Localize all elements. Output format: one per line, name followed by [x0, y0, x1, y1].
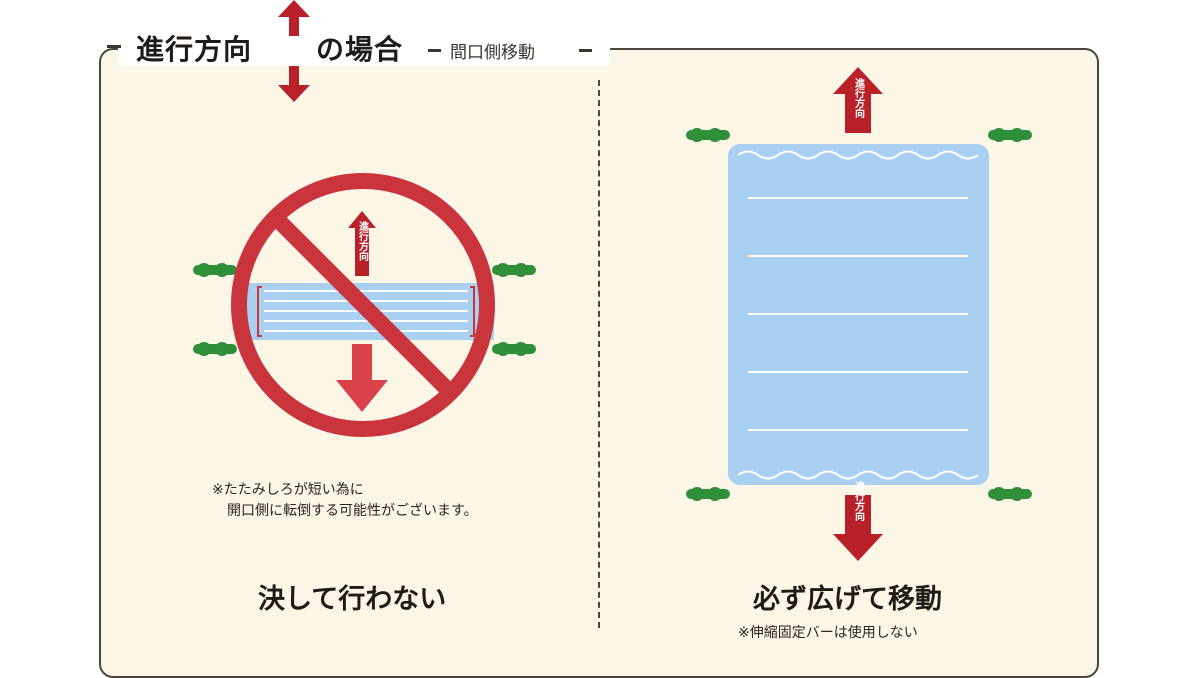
subtitle-dash-left — [428, 49, 441, 52]
warning-note: ※たたみしろが短い為に 開口側に転倒する可能性がございます。 — [212, 480, 478, 522]
bar-note: ※伸縮固定バーは使用しない — [738, 625, 918, 641]
warning-note-line: ※たたみしろが短い為に — [212, 482, 364, 498]
section-divider — [598, 80, 600, 628]
prohibited-caption: 決して行わない — [258, 584, 447, 615]
direction-arrow-down-icon: 進行方向 — [833, 480, 883, 561]
direction-arrow-label: 進行方向 — [357, 220, 370, 262]
title-direction-text: 進行方向 — [136, 33, 253, 66]
subtitle-dash-right — [579, 49, 592, 52]
wheel-icon — [988, 128, 1032, 142]
wheel-icon — [193, 263, 237, 277]
page-subtitle: 間口側移動 — [450, 43, 535, 63]
wheel-icon — [492, 342, 536, 356]
title-double-arrow-icon — [278, 0, 310, 102]
wheel-icon — [988, 487, 1032, 501]
title-dash-left — [107, 45, 121, 48]
wheel-icon — [492, 263, 536, 277]
direction-arrow-up-icon: 進行方向 — [833, 67, 883, 133]
prohibited-move-diagram: 進行方向 — [193, 173, 536, 437]
direction-arrow-up-icon: 進行方向 — [348, 211, 376, 276]
fall-arrow-down-icon — [336, 344, 388, 412]
wheel-icon — [686, 128, 730, 142]
direction-arrow-label: 進行方向 — [853, 77, 866, 119]
warning-note-line: 開口側に転倒する可能性がございます。 — [227, 503, 478, 519]
header: 進行方向 の場合 間口側移動 — [0, 0, 1200, 110]
title-case-text: の場合 — [316, 33, 404, 66]
wheel-icon — [686, 487, 730, 501]
direction-arrow-label: 進行方向 — [853, 480, 866, 522]
correct-caption: 必ず広げて移動 — [753, 584, 942, 615]
wheel-icon — [193, 342, 237, 356]
title-background — [118, 30, 610, 66]
expanded-partition — [728, 144, 989, 485]
prohibited-icon — [231, 173, 495, 437]
correct-move-diagram: 進行方向 進行方向 — [686, 67, 1032, 561]
